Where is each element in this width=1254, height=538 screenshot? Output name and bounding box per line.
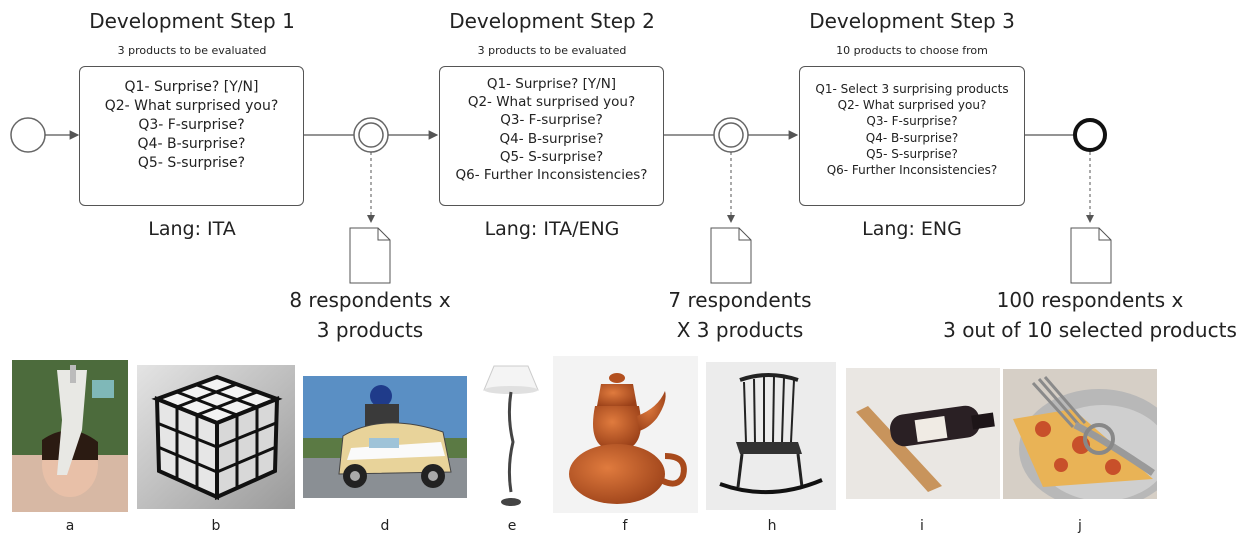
scooter-van-photo: [303, 376, 467, 498]
step-3-title: Development Step 3: [809, 9, 1015, 33]
question: Q4- B-surprise?: [137, 135, 246, 152]
step-2-lang: Lang: ITA/ENG: [484, 218, 620, 240]
intermediate-event-2-inner: [718, 122, 744, 148]
product-label: a: [65, 518, 75, 534]
white-cube-photo: [137, 365, 295, 509]
question: Q1- Surprise? [Y/N]: [486, 76, 617, 92]
respondents-line: 3 products: [316, 318, 424, 342]
step-3-question-box: Q1- Select 3 surprising products Q2- Wha…: [799, 66, 1025, 206]
respondents-line: X 3 products: [676, 318, 804, 342]
product-label: b: [211, 518, 221, 534]
question: Q2- What surprised you?: [837, 98, 987, 113]
step-2-title: Development Step 2: [449, 9, 655, 33]
product-label: j: [1078, 518, 1082, 534]
respondents-line: 8 respondents x: [289, 288, 451, 312]
wine-holder-photo: [846, 368, 1000, 499]
step-1-lang: Lang: ITA: [148, 218, 236, 240]
document-icon: [1070, 227, 1112, 284]
intermediate-event-1-inner: [358, 122, 384, 148]
step-2-respondents: 7 respondents X 3 products: [620, 285, 860, 345]
question: Q3- F-surprise?: [500, 112, 603, 129]
step-3-subtitle: 10 products to choose from: [836, 44, 988, 57]
respondents-line: 100 respondents x: [996, 288, 1184, 312]
rocking-chair-photo: [706, 362, 836, 510]
respondents-line: 3 out of 10 selected products: [943, 318, 1237, 342]
question: Q3- F-surprise?: [138, 116, 245, 133]
step-3-respondents: 100 respondents x 3 out of 10 selected p…: [930, 285, 1250, 345]
question: Q1- Select 3 surprising products: [815, 82, 1009, 96]
question: Q1- Surprise? [Y/N]: [124, 79, 259, 95]
question: Q5- S-surprise?: [499, 148, 604, 165]
question: Q4- B-surprise?: [499, 130, 604, 147]
question: Q5- S-surprise?: [866, 146, 958, 161]
question: Q3- F-surprise?: [866, 114, 958, 129]
pizza-fork-photo: [1003, 369, 1157, 499]
question: Q5- S-surprise?: [137, 154, 246, 171]
question: Q2- What surprised you?: [104, 97, 279, 114]
step-1-question-box: Q1- Surprise? [Y/N] Q2- What surprised y…: [79, 66, 304, 206]
step-1-respondents: 8 respondents x 3 products: [250, 285, 490, 345]
product-label: d: [380, 518, 390, 534]
step-3-lang: Lang: ENG: [862, 218, 962, 240]
product-label: h: [767, 518, 777, 534]
tissue-holder-photo: [12, 360, 128, 512]
step-1-title: Development Step 1: [89, 9, 295, 33]
product-label: i: [920, 518, 924, 534]
floor-lamp-photo: [480, 362, 542, 510]
question: Q6- Further Inconsistencies?: [455, 167, 648, 184]
document-icon: [710, 227, 752, 284]
document-icon: [349, 227, 391, 284]
step-2-subtitle: 3 products to be evaluated: [477, 44, 627, 57]
question: Q4- B-surprise?: [865, 130, 959, 145]
teapot-photo: [553, 356, 698, 513]
step-1-subtitle: 3 products to be evaluated: [117, 44, 267, 57]
step-2-question-box: Q1- Surprise? [Y/N] Q2- What surprised y…: [439, 66, 664, 206]
product-label: e: [507, 518, 517, 534]
question: Q2- What surprised you?: [467, 94, 636, 111]
start-event: [10, 117, 46, 153]
product-label: f: [622, 518, 628, 534]
question: Q6- Further Inconsistencies?: [826, 162, 998, 177]
end-event: [1073, 118, 1107, 152]
respondents-line: 7 respondents: [668, 288, 812, 312]
